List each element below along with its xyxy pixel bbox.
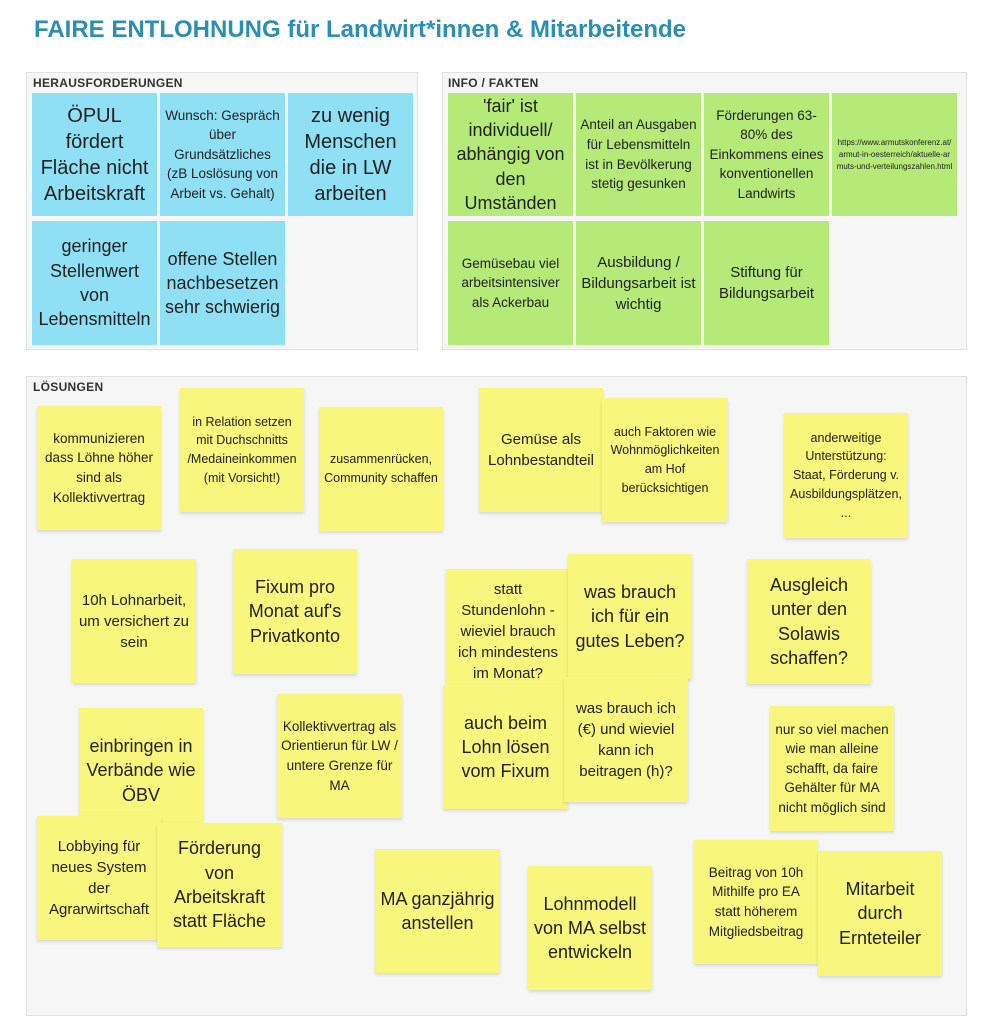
sticky-note-solution[interactable]: nur so viel machen wie man alleine schaf… <box>770 706 894 831</box>
sticky-note-fact[interactable]: Ausbildung / Bildungsarbeit ist wichtig <box>576 221 701 345</box>
sticky-note-solution[interactable]: was brauch ich (€) und wieviel kann ich … <box>564 677 688 802</box>
sticky-note-solution[interactable]: anderweitige Unterstützung: Staat, Förde… <box>784 413 908 538</box>
sticky-note-solution[interactable]: Kollektivvertrag als Orientierun für LW … <box>277 694 402 818</box>
sticky-note-fact[interactable]: Förderungen 63-80% des Einkommens eines … <box>704 93 829 216</box>
sticky-note-fact[interactable]: 'fair' ist individuell/ abhängig von den… <box>448 93 573 216</box>
sticky-note-solution[interactable]: auch Faktoren wie Wohnmöglichkeiten am H… <box>602 398 728 522</box>
sticky-note-solution[interactable]: kommunizieren dass Löhne höher sind als … <box>37 406 161 530</box>
frame-label-solutions: LÖSUNGEN <box>33 380 104 394</box>
sticky-note-solution[interactable]: auch beim Lohn lösen vom Fixum <box>443 685 568 809</box>
sticky-note-solution[interactable]: Beitrag von 10h Mithilfe pro EA statt hö… <box>694 840 818 964</box>
sticky-note-fact[interactable]: Gemüsebau viel arbeitsintensiver als Ack… <box>448 221 573 345</box>
sticky-note-solution[interactable]: Mitarbeit durch Ernteteiler <box>818 851 942 976</box>
sticky-note-solution[interactable]: Lobbying für neues System der Agrarwirts… <box>37 816 161 940</box>
sticky-note-challenge[interactable]: geringer Stellenwert von Lebensmitteln <box>32 221 157 345</box>
sticky-note-fact-link[interactable]: https://www.armutskonferenz.at/armut-in-… <box>832 93 957 216</box>
sticky-note-challenge[interactable]: ÖPUL fördert Fläche nicht Arbeitskraft <box>32 93 157 216</box>
sticky-note-solution[interactable]: was brauch ich für ein gutes Leben? <box>568 554 692 679</box>
board-title: FAIRE ENTLOHNUNG für Landwirt*innen & Mi… <box>34 16 687 43</box>
sticky-note-fact[interactable]: Anteil an Ausgaben für Lebensmitteln ist… <box>576 93 701 216</box>
sticky-note-solution[interactable]: einbringen in Verbände wie ÖBV <box>79 708 203 833</box>
sticky-note-challenge[interactable]: zu wenig Menschen die in LW arbeiten <box>288 93 413 216</box>
sticky-note-solution[interactable]: zusammenrücken, Community schaffen <box>319 407 443 531</box>
sticky-note-solution[interactable]: MA ganzjährig anstellen <box>375 849 500 973</box>
frame-label-challenges: HERAUSFORDERUNGEN <box>33 76 183 90</box>
sticky-note-solution[interactable]: Lohnmodell von MA selbst entwickeln <box>528 866 652 990</box>
sticky-note-challenge[interactable]: offene Stellen nachbesetzen sehr schwier… <box>160 221 285 345</box>
sticky-note-solution[interactable]: Ausgleich unter den Solawis schaffen? <box>747 559 871 684</box>
sticky-note-solution[interactable]: Fixum pro Monat auf's Privatkonto <box>233 549 357 674</box>
sticky-note-solution[interactable]: 10h Lohnarbeit, um versichert zu sein <box>72 559 196 683</box>
sticky-note-solution[interactable]: Gemüse als Lohnbestandteil <box>479 388 603 512</box>
sticky-note-solution[interactable]: statt Stundenlohn - wieviel brauch ich m… <box>446 569 570 694</box>
frame-label-facts: INFO / FAKTEN <box>448 76 539 90</box>
sticky-note-challenge[interactable]: Wunsch: Gespräch über Grundsätzliches (z… <box>160 93 285 216</box>
sticky-note-solution[interactable]: Förderung von Arbeitskraft statt Fläche <box>157 823 282 947</box>
sticky-note-solution[interactable]: in Relation setzen mit Duchschnitts /Med… <box>180 388 304 512</box>
sticky-note-fact[interactable]: Stiftung für Bildungsarbeit <box>704 221 829 345</box>
